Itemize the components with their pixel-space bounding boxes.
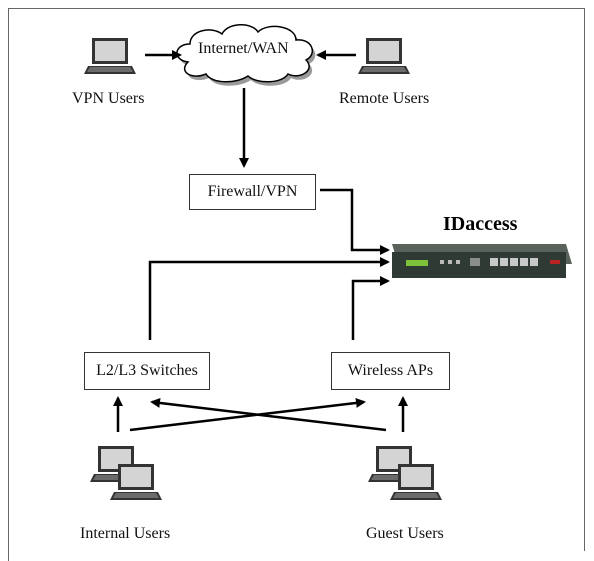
guest-to-switches-arrow (150, 397, 387, 432)
l2-l3-switches-box: L2/L3 Switches (84, 352, 210, 390)
wireless-aps-box: Wireless APs (331, 352, 450, 390)
idaccess-title: IDaccess (443, 213, 518, 235)
vpn-users-laptop-icon (84, 38, 136, 74)
firewall-vpn-box: Firewall/VPN (189, 174, 316, 210)
remote-users-laptop-icon (358, 38, 410, 74)
internet-cloud (176, 24, 316, 86)
internal-users-label: Internal Users (80, 525, 171, 542)
diagram-connectors (113, 50, 408, 432)
vpn-users-label: VPN Users (72, 90, 145, 107)
remote-users-label: Remote Users (339, 90, 430, 107)
guest-users-label: Guest Users (366, 525, 444, 542)
internet-wan-label: Internet/WAN (198, 40, 289, 57)
diagram-frame (8, 8, 585, 551)
idaccess-appliance-icon (392, 244, 572, 278)
internal-to-wireless-arrow (129, 397, 366, 432)
frame-edge (8, 546, 9, 561)
wireless-to-idaccess-arrow (351, 276, 390, 340)
switches-to-idaccess-arrow (148, 257, 390, 340)
firewall-to-idaccess-arrow (320, 188, 390, 255)
